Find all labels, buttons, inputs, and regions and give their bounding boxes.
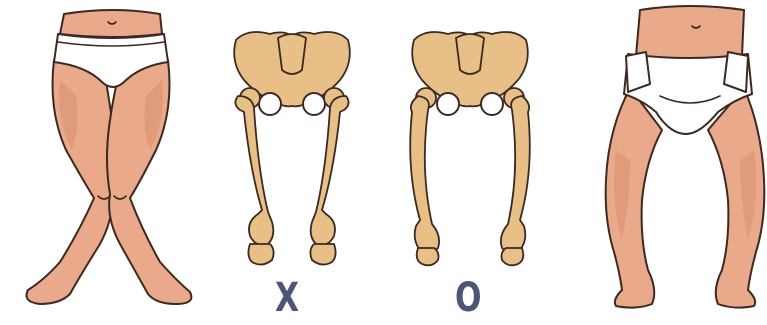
bow-leg-diaper-legs-illustration xyxy=(606,6,765,308)
knock-knee-label: X xyxy=(275,276,299,320)
knock-knee-skeleton-icon xyxy=(234,32,350,265)
bow-leg-skeleton-icon xyxy=(410,32,530,265)
knock-knee-legs-illustration xyxy=(27,10,192,304)
bow-leg-label: O xyxy=(455,276,482,320)
